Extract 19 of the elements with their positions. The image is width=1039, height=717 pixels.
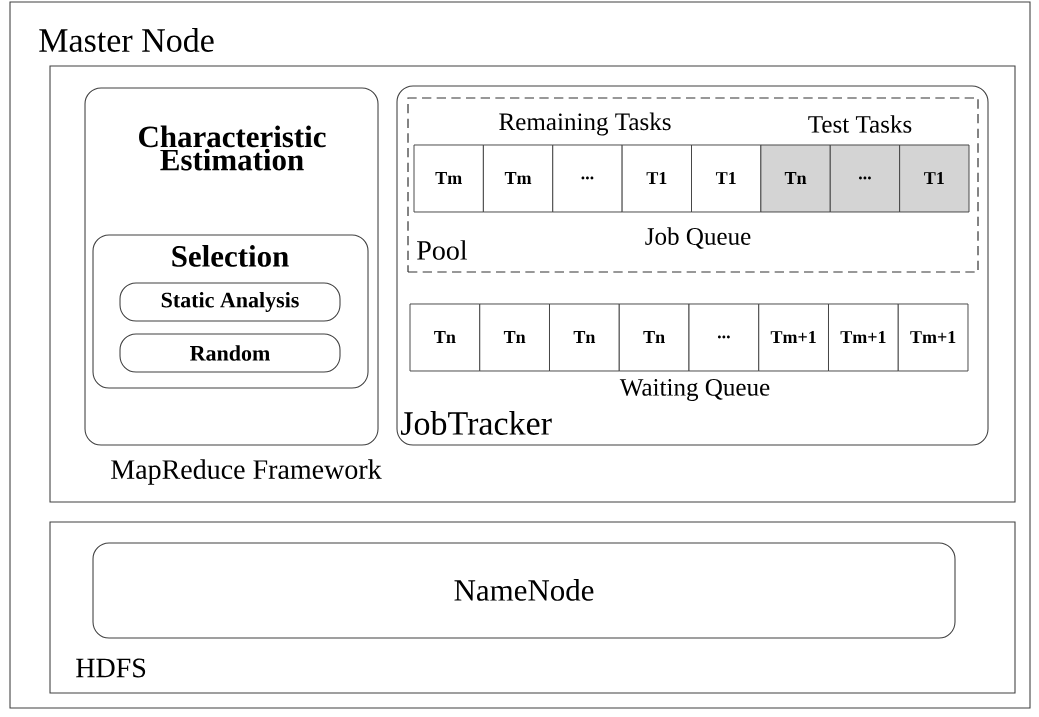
task-cell: ... [688,303,760,372]
task-cell: Tn [760,144,831,213]
task-cell: Tm+1 [758,303,829,372]
task-cell: Tm [413,144,484,213]
task-cell: ... [552,144,623,213]
task-cell: Tn [479,303,550,372]
task-cell: T1 [691,144,762,213]
option-box: Random [119,333,341,373]
task-cell: Tm [482,144,554,213]
task-cell: Tn [409,303,481,372]
task-cell: Tn [618,303,690,372]
task-cell: T1 [899,144,970,213]
task-cell: Tm+1 [897,303,969,372]
task-cell: Tn [549,303,620,372]
option-box: Static Analysis [119,282,341,322]
task-cell: T1 [621,144,692,213]
task-cell: Tm+1 [828,303,899,372]
namenode-box: NameNode [92,542,956,639]
task-cell: ... [829,144,901,213]
